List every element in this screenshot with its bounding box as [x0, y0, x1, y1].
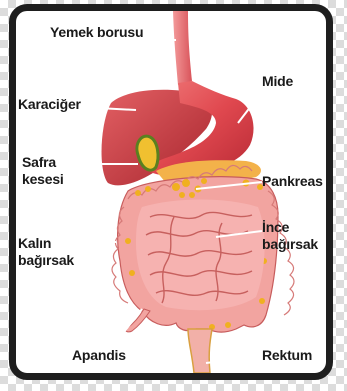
appendix-shape	[125, 309, 150, 332]
label-small-intestine: İnce bağırsak	[262, 219, 318, 253]
label-small-intestine-line2: bağırsak	[262, 236, 318, 252]
label-esophagus: Yemek borusu	[50, 24, 143, 41]
esophagus-shape	[173, 11, 192, 85]
label-large-intestine-line2: bağırsak	[18, 252, 74, 268]
label-small-intestine-line1: İnce	[262, 219, 289, 235]
label-pancreas: Pankreas	[262, 173, 323, 190]
label-stomach: Mide	[262, 73, 293, 90]
diagram-frame: Yemek borusu Mide Karaciğer Safra kesesi…	[9, 4, 333, 380]
rectum-shape	[188, 329, 212, 373]
label-appendix: Apandis	[72, 347, 126, 364]
digestive-system-illustration	[16, 11, 326, 373]
label-large-intestine: Kalın bağırsak	[18, 235, 74, 269]
label-large-intestine-line1: Kalın	[18, 235, 51, 251]
label-rectum: Rektum	[262, 347, 312, 364]
label-gallbladder: Safra kesesi	[22, 154, 64, 188]
label-liver: Karaciğer	[18, 96, 81, 113]
label-gallbladder-line1: Safra	[22, 154, 56, 170]
label-gallbladder-line2: kesesi	[22, 171, 64, 187]
